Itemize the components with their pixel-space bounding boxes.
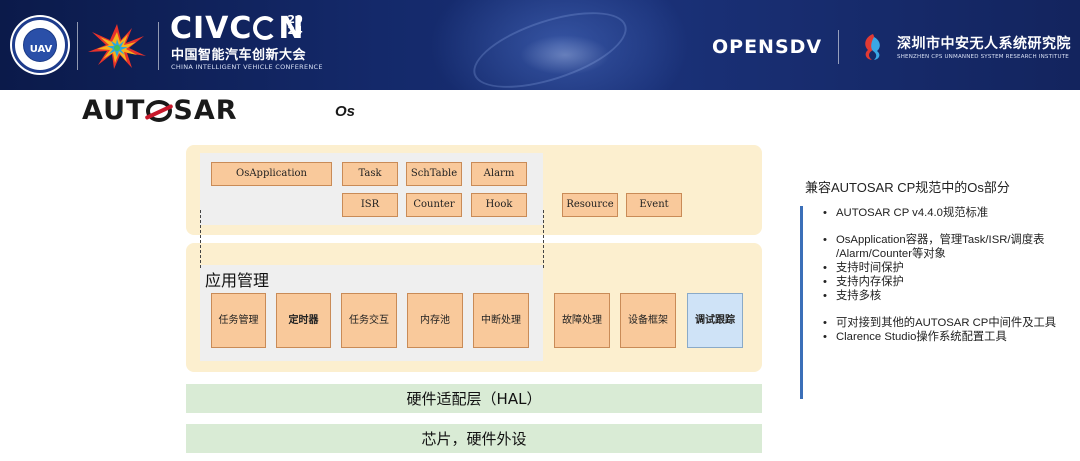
seal-inner: UAV [23,28,57,62]
uav-association-seal-logo: UAV [12,17,68,73]
banner-highlight [520,35,610,75]
list-item: OsApplication容器，管理Task/ISR/调度表 [822,233,1077,247]
task-box: Task [342,162,398,186]
autosar-logo-part-a: AUT [82,95,146,126]
app-management-title: 应用管理 [205,271,270,290]
debug-trace-box: 调试跟踪 [687,293,743,348]
list-item: 支持内存保护 [822,275,1077,289]
seal-text: UAV [29,44,53,55]
civcon-title: CIVC N [170,12,305,46]
hal-layer: 硬件适配层（HAL） [186,384,762,413]
container-link-left [200,210,201,268]
civcon-chinese-name: 中国智能汽车创新大会 [171,48,307,63]
event-box: Event [626,193,682,217]
list-item: 可对接到其他的AUTOSAR CP中间件及工具 [822,316,1077,330]
civcon-o-ring-icon [253,16,278,40]
institute-chinese-name: 深圳市中安无人系统研究院 [897,36,1071,52]
interrupt-handling-box: 中断处理 [473,293,529,348]
civcon-burst-logo-icon [88,24,146,69]
list-spacer [822,303,1077,316]
opensdv-logo: OPENSDV [712,36,823,58]
civcon-title-prefix: CIVC [170,11,253,46]
list-item: 支持时间保护 [822,261,1077,275]
resource-box: Resource [562,193,618,217]
list-spacer [822,220,1077,233]
device-framework-box: 设备框架 [620,293,676,348]
banner-divider [77,22,78,70]
list-item: Clarence Studio操作系统配置工具 [822,330,1077,344]
list-item: 支持多核 [822,289,1077,303]
banner-divider [838,30,839,64]
chip-peripheral-layer: 芯片，硬件外设 [186,424,762,453]
feature-list: AUTOSAR CP v4.4.0规范标准 OsApplication容器，管理… [822,206,1077,344]
timer-box: 定时器 [276,293,331,348]
accent-bar [800,206,803,399]
conference-banner: UAV CIVC N 20 24 中国智能汽车创新大会 CHINA INTELLI… [0,0,1080,90]
fault-handling-box: 故障处理 [554,293,610,348]
compat-title: 兼容AUTOSAR CP规范中的Os部分 [805,180,1010,195]
hook-box: Hook [471,193,527,217]
civcon-english-name: CHINA INTELLIGENT VEHICLE CONFERENCE [171,63,323,71]
civcon-year-top: 20 [287,13,303,26]
list-item-continuation: /Alarm/Counter等对象 [836,248,946,260]
memory-pool-box: 内存池 [407,293,463,348]
schtable-box: SchTable [406,162,462,186]
counter-box: Counter [406,193,462,217]
autosar-o-swoosh-icon [146,100,173,122]
institute-logo-icon [865,34,880,60]
container-link-right [543,210,544,268]
os-label: Os [335,103,356,120]
civcon-title-suffix: N [278,11,305,46]
list-item: AUTOSAR CP v4.4.0规范标准 [822,206,1077,220]
institute-english-name: SHENZHEN CPS UNMANNED SYSTEM RESEARCH IN… [897,54,1069,60]
task-interaction-box: 任务交互 [341,293,397,348]
banner-divider [158,22,159,70]
autosar-logo-part-b: SAR [173,95,238,126]
alarm-box: Alarm [471,162,527,186]
civcon-year: 20 24 [287,14,303,36]
osapplication-box: OsApplication [211,162,332,186]
autosar-logo: AUT SAR [82,96,238,126]
isr-box: ISR [342,193,398,217]
civcon-year-bottom: 24 [287,24,303,37]
task-management-box: 任务管理 [211,293,266,348]
banner-glow [430,0,690,90]
